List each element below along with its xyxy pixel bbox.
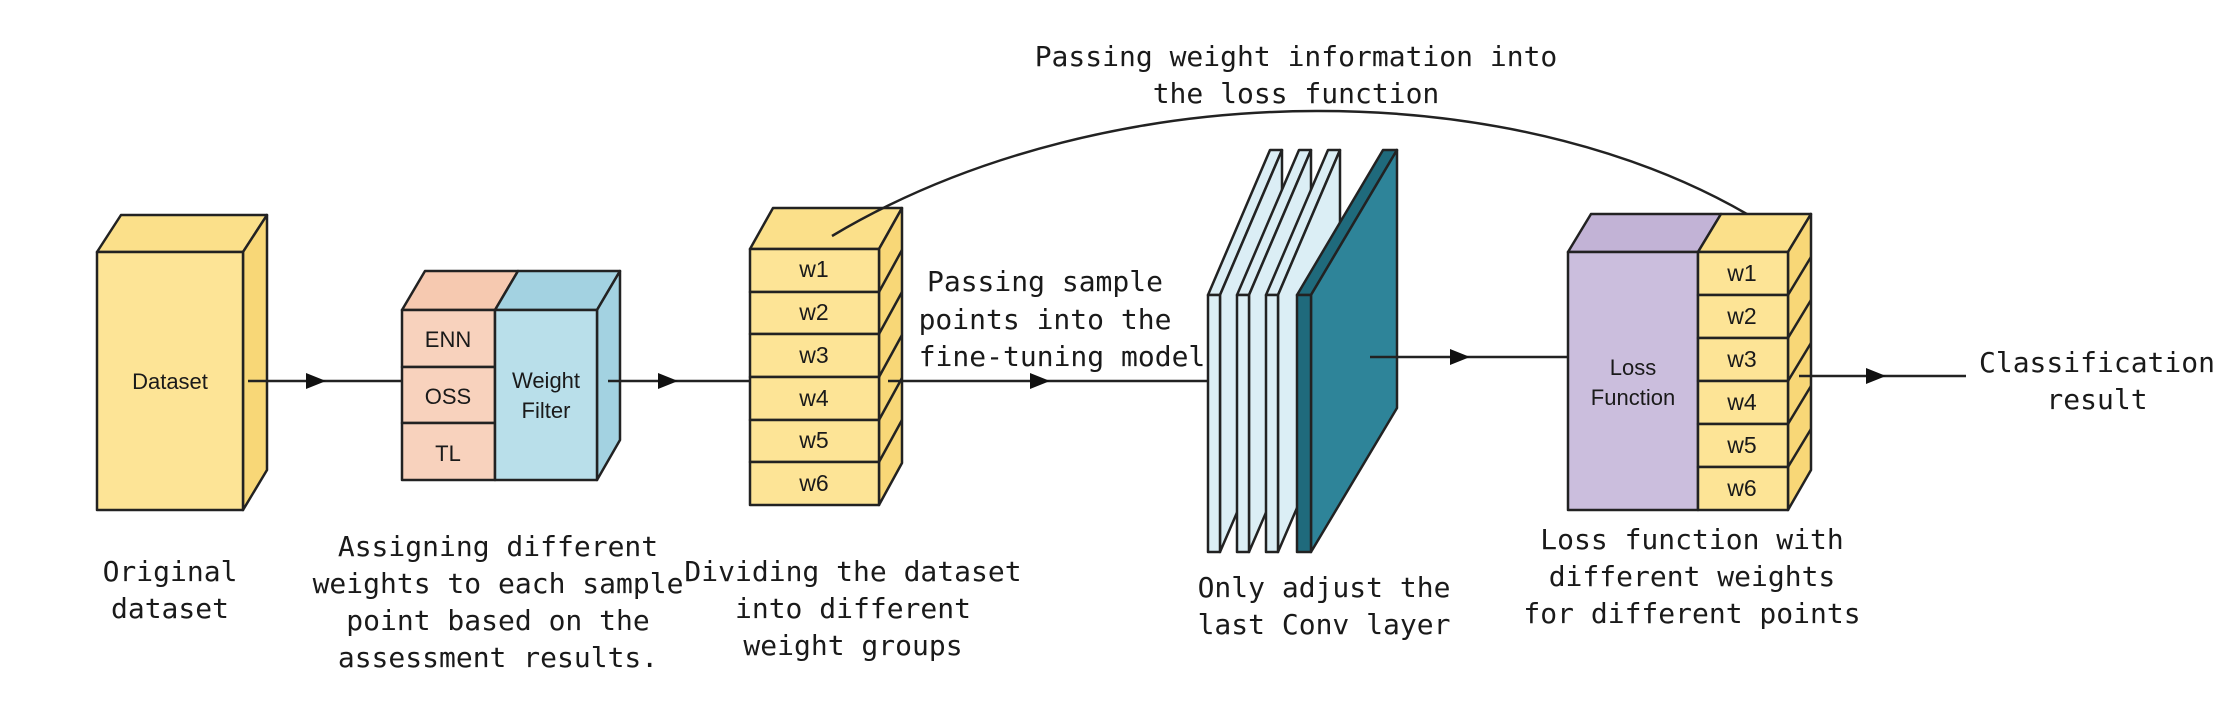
result-label-2: result <box>2046 383 2147 416</box>
group-label-w6: w6 <box>798 470 828 496</box>
caption-adjust-2: last Conv layer <box>1198 608 1451 641</box>
loss-side-dividers <box>1786 256 1813 468</box>
dataset-box-top <box>95 213 269 254</box>
loss-cell-w4 <box>1696 379 1790 426</box>
loss-function-front <box>1566 250 1700 512</box>
filter-method-enn: ENN <box>425 327 471 352</box>
caption-adjust-1: Only adjust the <box>1198 571 1451 604</box>
weight-filter-label-1: Weight <box>512 368 580 393</box>
loss-top-lavender <box>1566 212 1723 254</box>
filter-method-enn-cell <box>400 308 497 369</box>
caption-assign-1: Assigning different <box>338 530 658 563</box>
weight-filter-front <box>493 308 599 482</box>
arrowhead-4 <box>1450 349 1470 365</box>
filter-method-tl: TL <box>435 441 461 466</box>
group-label-w5: w5 <box>798 427 828 453</box>
caption-assign-2: weights to each sample <box>313 567 684 600</box>
filter-side <box>595 269 622 482</box>
loss-weight-w6: w6 <box>1726 475 1756 501</box>
group-label-w4: w4 <box>798 385 829 411</box>
weight-filter-block: ENN OSS TL Weight Filter <box>400 269 622 482</box>
weight-filter-label-2: Filter <box>522 398 571 423</box>
arrowhead-3 <box>1030 373 1050 389</box>
caption-divide-3: weight groups <box>743 629 962 662</box>
caption-loss-1: Loss function with <box>1540 523 1843 556</box>
caption-divide-1: Dividing the dataset <box>684 555 1021 588</box>
arrowhead-5 <box>1866 368 1886 384</box>
weight-groups-stack: w1 w2 w3 w4 w5 w6 <box>748 206 904 507</box>
loss-weight-w2: w2 <box>1726 303 1756 329</box>
loss-label-1: Loss <box>1610 355 1656 380</box>
group-label-w1: w1 <box>798 256 828 282</box>
groups-top <box>748 206 904 251</box>
loss-weight-w3: w3 <box>1726 346 1756 372</box>
result-label-1: Classification <box>1979 346 2215 379</box>
filter-method-oss-cell <box>400 365 497 425</box>
loss-weight-w4: w4 <box>1726 389 1757 415</box>
dataset-label: Dataset <box>132 369 208 394</box>
loss-label-2: Function <box>1591 385 1675 410</box>
group-cell-w6 <box>748 460 881 507</box>
loss-function-block: Loss Function w1 w2 w3 w4 w5 w6 <box>1566 212 1813 512</box>
edge-label-mid-3: fine-tuning model <box>919 340 1206 373</box>
dataset-box-front <box>95 250 245 512</box>
loss-cell-w5 <box>1696 422 1790 469</box>
group-label-w2: w2 <box>798 299 828 325</box>
edge-label-top-2: the loss function <box>1153 77 1440 110</box>
edge-label-mid-1: Passing sample <box>927 265 1163 298</box>
caption-assign-4: assessment results. <box>338 641 658 674</box>
edge-groups-to-loss-curve <box>831 109 1781 238</box>
dataset-box-side <box>241 213 269 512</box>
groups-side-dividers <box>877 249 904 463</box>
edge-label-mid-2: points into the <box>919 303 1172 336</box>
caption-original-1: Original <box>103 555 238 588</box>
caption-loss-2: different weights <box>1549 560 1836 593</box>
caption-divide-2: into different <box>735 592 971 625</box>
dataset-box: Dataset <box>95 213 269 512</box>
conv-layer-stack <box>1206 148 1399 554</box>
loss-cell-w6 <box>1696 465 1790 512</box>
group-label-w3: w3 <box>798 342 828 368</box>
caption-original-2: dataset <box>111 592 229 625</box>
arrowhead-1 <box>306 373 326 389</box>
caption-loss-3: for different points <box>1523 597 1860 630</box>
loss-weight-w5: w5 <box>1726 432 1756 458</box>
caption-assign-3: point based on the <box>346 604 649 637</box>
arrowhead-2 <box>658 373 678 389</box>
edge-label-top-1: Passing weight information into <box>1035 40 1558 73</box>
loss-weight-w1: w1 <box>1726 260 1756 286</box>
loss-cell-w3 <box>1696 336 1790 383</box>
filter-method-oss: OSS <box>425 384 471 409</box>
loss-cell-w1 <box>1696 250 1790 297</box>
